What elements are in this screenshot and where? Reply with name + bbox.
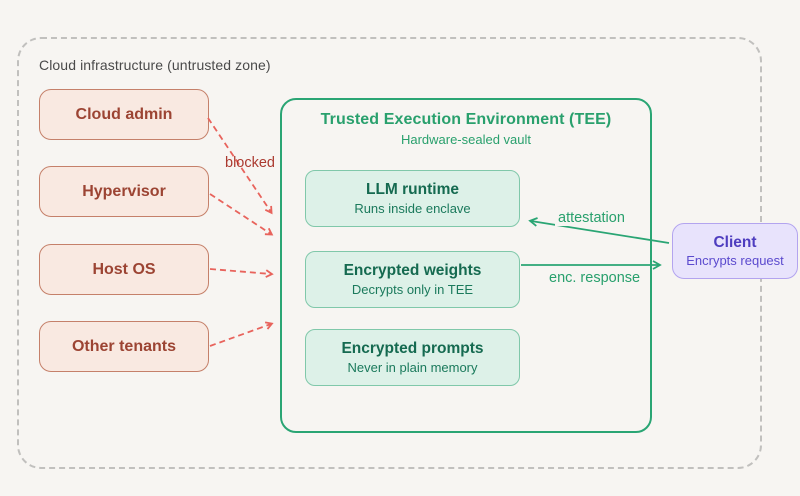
attestation-label: attestation	[555, 210, 628, 226]
client-subtitle: Encrypts request	[686, 253, 784, 268]
threat-box-other-tenants: Other tenants	[39, 321, 209, 372]
component-title: Encrypted weights	[343, 262, 482, 279]
client-box: Client Encrypts request	[672, 223, 798, 279]
tee-title: Trusted Execution Environment (TEE)	[320, 111, 612, 128]
tee-component-encrypted-weights: Encrypted weights Decrypts only in TEE	[305, 251, 520, 308]
client-title: Client	[713, 234, 757, 251]
threat-label: Hypervisor	[82, 182, 166, 200]
tee-container: Trusted Execution Environment (TEE) Hard…	[280, 98, 652, 433]
component-title: LLM runtime	[366, 181, 459, 198]
threat-label: Cloud admin	[75, 105, 173, 123]
component-subtitle: Runs inside enclave	[354, 201, 471, 216]
threat-label: Host OS	[92, 260, 156, 278]
blocked-label: blocked	[225, 155, 275, 171]
tee-subtitle: Hardware-sealed vault	[400, 132, 532, 147]
zone-title: Cloud infrastructure (untrusted zone)	[39, 57, 271, 73]
component-title: Encrypted prompts	[341, 340, 484, 357]
threat-box-cloud-admin: Cloud admin	[39, 89, 209, 140]
tee-component-llm-runtime: LLM runtime Runs inside enclave	[305, 170, 520, 227]
enc-response-label: enc. response	[549, 270, 641, 286]
threat-box-hypervisor: Hypervisor	[39, 166, 209, 217]
component-subtitle: Decrypts only in TEE	[351, 282, 474, 297]
component-subtitle: Never in plain memory	[347, 360, 478, 375]
threat-label: Other tenants	[71, 337, 176, 355]
tee-component-encrypted-prompts: Encrypted prompts Never in plain memory	[305, 329, 520, 386]
threat-box-host-os: Host OS	[39, 244, 209, 295]
